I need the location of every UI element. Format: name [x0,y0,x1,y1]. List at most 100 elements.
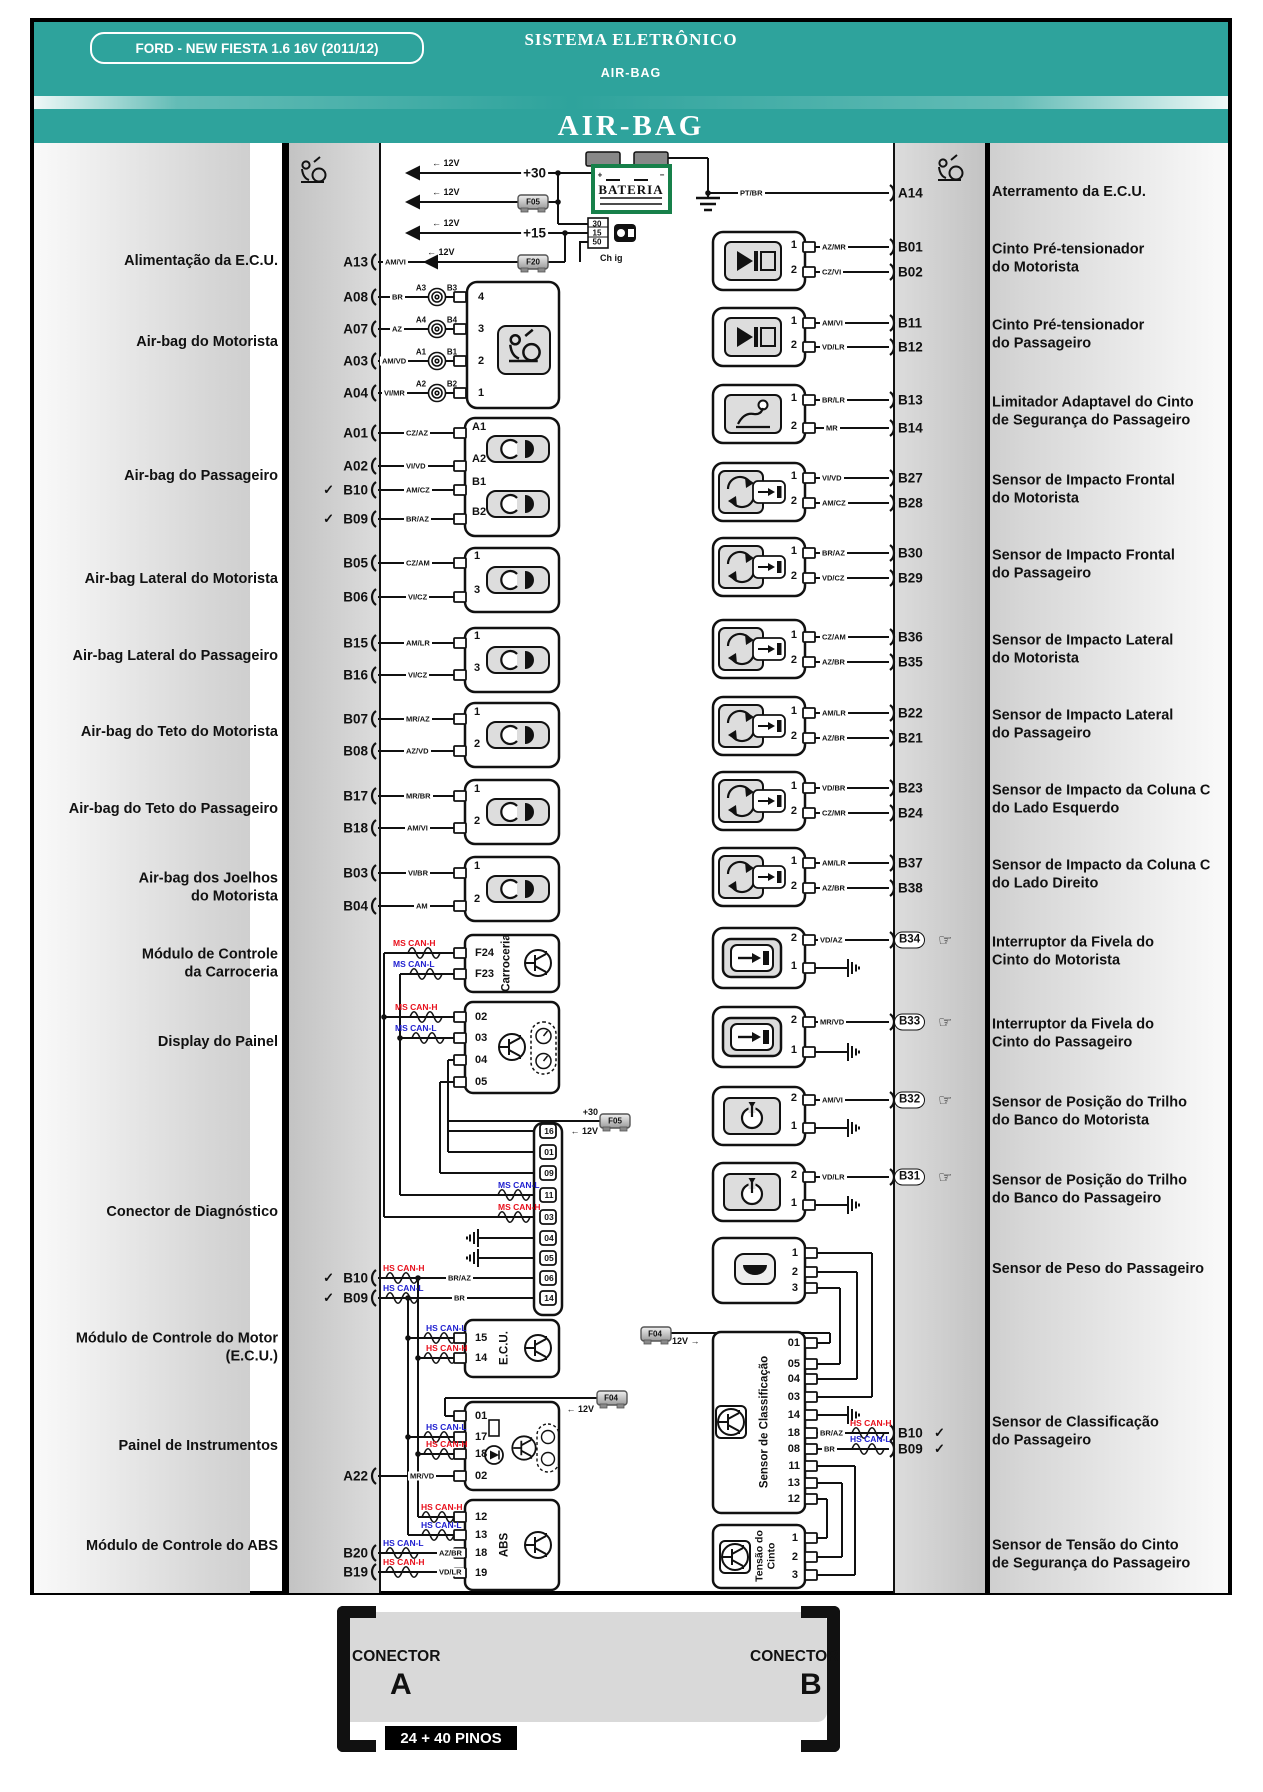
pinOval-b34: B34 [894,931,926,949]
numR-1: 1 [790,780,797,792]
pinL-a08: A08 [343,289,368,305]
numD-05: 05 [544,1253,554,1263]
pwr2-←-12v: ← 12V [570,1126,598,1136]
section-display-painel: Display do Painel [157,1034,278,1051]
numT-a2: A2 [415,379,427,389]
wire-vd/lr: VD/LR [820,342,847,352]
component-blocks-left [463,280,561,1592]
pwr-+30: +30 [521,165,548,181]
wire-vd/az: VD/AZ [818,935,845,945]
numD-01: 01 [544,1147,554,1157]
pinR-b30: B30 [898,545,923,561]
model-badge: FORD - NEW FIESTA 1.6 16V (2011/12) [90,32,424,64]
wire-am/vi: AM/VI [383,257,408,267]
busL-hs-can-l: HS CAN-L [426,1422,467,1432]
section-impacto-lateral-passageiro: Sensor de Impacto Lateral do Passageiro [992,707,1174,741]
numP-18: 18 [475,1547,488,1559]
numR-1: 1 [790,855,797,867]
section-aterramento: Aterramento da E.C.U. [992,184,1146,201]
wire-mr/az: MR/AZ [404,714,432,724]
numT-b2: B2 [446,379,458,389]
numR-1: 1 [790,315,797,327]
numD-11: 11 [544,1190,554,1200]
numP-14: 14 [475,1352,488,1364]
section-cinto-pretensionador-motorista: Cinto Pré-tensionador do Motorista [992,241,1145,275]
pinR-a14: A14 [898,185,923,201]
pinL-b15: B15 [343,635,368,651]
pinR-b38: B38 [898,880,923,896]
pinL-b10: B10 [343,1270,368,1286]
checkR-✓: ✓ [934,1425,945,1440]
ecu-connector-strip-right [893,143,992,1593]
numR-3: 3 [791,1282,798,1294]
numR-2: 2 [790,264,797,276]
wire-br: BR [822,1444,837,1454]
numT-a4: A4 [415,315,427,325]
num-3: 3 [473,662,481,674]
wire-mr/vd: MR/VD [818,1017,847,1027]
pinL-b05: B05 [343,555,368,571]
wire-br/az: BR/AZ [404,514,431,524]
section-airbag-teto-motorista: Air-bag do Teto do Motorista [80,724,278,741]
section-airbag-lateral-passageiro: Air-bag Lateral do Passageiro [72,648,278,665]
connector-b-letter: B [800,1668,822,1701]
wire-cz/mr: CZ/MR [820,808,848,818]
numP-a1: A1 [472,421,487,433]
fuseL-f20: F20 [526,257,540,267]
pinos-badge: 24 + 40 PINOS [385,1726,517,1750]
hand-pointer-icon: ☞ [938,1012,953,1032]
pinL-b10: B10 [343,482,368,498]
numR-2: 2 [790,339,797,351]
numR-18: 18 [787,1427,800,1439]
numT-15: 15 [592,228,602,238]
wire-br: BR [452,1293,467,1303]
belt-limiter-icon [724,394,782,434]
numP-f24: F24 [475,947,494,959]
wire-az/br: AZ/BR [820,657,847,667]
numP-17: 17 [475,1431,488,1443]
wire-az/br: AZ/BR [820,883,847,893]
section-impacto-frontal-motorista: Sensor de Impacto Frontal do Motorista [992,472,1175,506]
numT-b4: B4 [446,315,458,325]
numR-08: 08 [787,1443,800,1455]
numP-02: 02 [475,1470,488,1482]
numR-14: 14 [787,1409,800,1421]
num-1: 1 [473,630,481,642]
section-painel-instrumentos: Painel de Instrumentos [118,1438,278,1455]
numR-2: 2 [790,805,797,817]
wire-am/vd: AM/VD [380,356,409,366]
num-2: 2 [473,893,481,905]
wire-br/az: BR/AZ [820,548,847,558]
numT-50: 50 [592,237,602,247]
wire-vi/cz: VI/CZ [406,592,430,602]
wire-vd/cz: VD/CZ [820,573,847,583]
pwr2-←-12v: ← 12V [566,1404,594,1414]
wire-am/lr: AM/LR [404,638,432,648]
section-modulo-carroceria: Módulo de Controle da Carroceria [141,946,278,980]
wire-am/cz: AM/CZ [404,485,432,495]
num-2: 2 [473,815,481,827]
wire-vi/vd: VI/VD [404,461,428,471]
pwr-+15: +15 [521,225,548,241]
busL-hs-can-l: HS CAN-L [850,1434,891,1444]
battery-label: BATERIA [598,182,664,197]
busH-ms-can-h: MS CAN-H [498,1202,541,1212]
pinR-b28: B28 [898,495,923,511]
numP-f23: F23 [475,968,494,980]
busL-ms-can-l: MS CAN-L [498,1180,540,1190]
page-title: AIR-BAG [557,110,705,142]
v12-←-12v: ← 12V [432,158,460,168]
pinOval-b31: B31 [894,1168,926,1186]
numT-−: − [659,170,665,180]
pinL-b19: B19 [343,1564,368,1580]
pinR-b12: B12 [898,339,923,355]
numP-02: 02 [475,1011,488,1023]
section-coluna-c-direito: Sensor de Impacto da Coluna C do Lado Di… [992,857,1211,891]
wire-vd/br: VD/BR [820,783,848,793]
pinL-b03: B03 [343,865,368,881]
pinR-b10: B10 [898,1425,923,1441]
pinL-a13: A13 [343,254,368,270]
numT-b1: B1 [446,347,458,357]
